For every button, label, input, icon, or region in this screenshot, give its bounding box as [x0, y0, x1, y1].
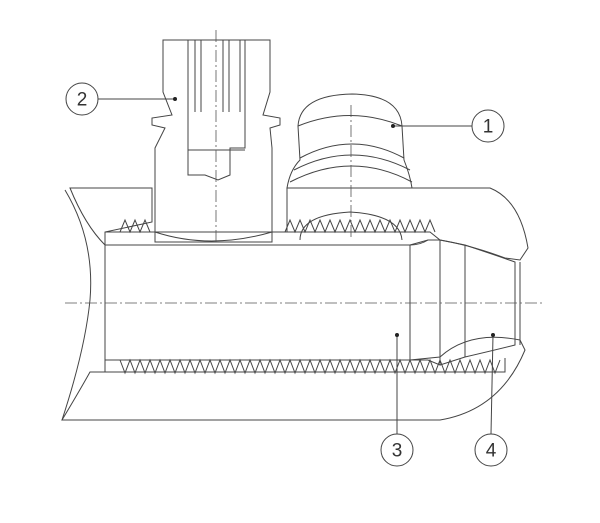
plug: [286, 93, 413, 241]
svg-text:4: 4: [486, 441, 497, 462]
callout-1: 1: [391, 109, 505, 143]
svg-text:3: 3: [392, 441, 403, 462]
svg-text:2: 2: [77, 90, 88, 111]
thread-row: [119, 358, 501, 375]
callout-2: 2: [65, 82, 177, 116]
body-lower-section: [61, 336, 526, 421]
svg-text:1: 1: [483, 117, 494, 138]
tube: [104, 239, 521, 366]
threads: [119, 218, 501, 375]
body-upper-section: [69, 187, 529, 261]
callout-4: 4: [474, 333, 508, 467]
thread-row: [284, 218, 436, 234]
thread-row: [119, 218, 151, 234]
callout-3: 3: [380, 333, 414, 467]
fitting: [151, 39, 281, 243]
break-line: [61, 189, 92, 421]
